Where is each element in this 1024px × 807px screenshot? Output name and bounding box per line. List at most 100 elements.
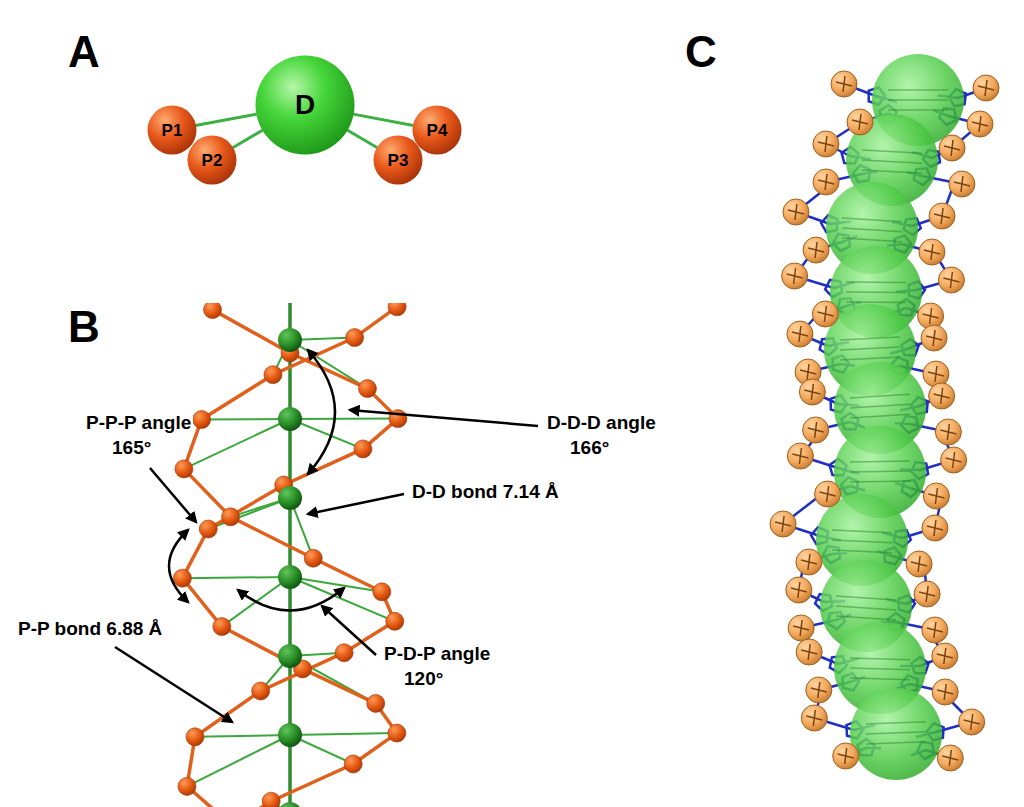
- sphere-fill: [148, 106, 197, 155]
- sphere-fill: [256, 56, 355, 155]
- phosphate-atoms: [979, 116, 981, 132]
- phosphate-bead: [937, 745, 963, 771]
- phosphate-atoms: [944, 648, 946, 664]
- phosphate-bead: [199, 520, 217, 538]
- base-bead: [278, 407, 302, 431]
- leader-arrow: [350, 410, 538, 426]
- callout-text: P-D-P angle: [382, 643, 492, 666]
- bond-line: [353, 114, 413, 125]
- callout-text: D-D bond 7.14 Å: [410, 481, 561, 504]
- base-atoms: [862, 170, 922, 173]
- base-atoms: [846, 301, 906, 303]
- base-atoms: [850, 658, 910, 660]
- base-atoms: [846, 291, 906, 293]
- phosphate-atoms: [807, 364, 809, 380]
- phosphate-atoms: [949, 750, 951, 766]
- leader-arrow: [115, 647, 232, 722]
- phosphate-atoms: [843, 76, 845, 92]
- phosphate-bead: [935, 419, 961, 445]
- bond-line: [233, 130, 263, 148]
- phosphate-atoms: [859, 114, 861, 130]
- base-sphere: [850, 688, 942, 780]
- phosphate-atoms: [971, 714, 973, 730]
- angle-arc-arrow: [238, 588, 344, 611]
- base-atoms: [862, 150, 922, 153]
- phosphate-bead: [770, 511, 796, 537]
- bead-sphere-p: P2: [187, 135, 237, 185]
- phosphate-atoms: [934, 520, 936, 536]
- base-bead: [278, 486, 302, 510]
- phosphate-atoms: [985, 80, 987, 96]
- phosphate-bead: [354, 440, 372, 458]
- angle-arc-arrow: [169, 530, 188, 602]
- bead-sphere-p: P1: [147, 105, 197, 155]
- panel-letter: C: [683, 26, 719, 79]
- phosphate-atoms: [951, 140, 953, 156]
- phosphate-bead: [932, 643, 958, 669]
- dna-helix-model: [173, 303, 407, 807]
- phosphate-bead: [922, 617, 948, 643]
- phosphate-bead: [222, 508, 240, 526]
- phosphate-bead: [386, 612, 404, 630]
- sphere-fill: [374, 136, 423, 185]
- phosphate-bead: [178, 777, 196, 795]
- phosphate-atoms: [799, 326, 801, 342]
- base-bead: [278, 802, 302, 807]
- phosphate-bead: [967, 111, 993, 137]
- phosphate-atoms: [950, 272, 952, 288]
- phosphate-atoms: [798, 582, 800, 598]
- base-atoms: [840, 337, 900, 340]
- phosphate-bead: [193, 411, 211, 429]
- phosphate-atoms: [808, 554, 810, 570]
- base-atoms: [840, 347, 900, 350]
- panel-letter: B: [66, 301, 102, 354]
- phosphate-bead: [923, 483, 949, 509]
- phosphate-bead: [959, 709, 985, 735]
- phosphate-atoms: [933, 330, 935, 346]
- phosphate-atoms: [944, 684, 946, 700]
- base-atoms: [836, 616, 896, 620]
- phosphate-bead: [787, 321, 813, 347]
- bond-line: [196, 114, 257, 126]
- phosphate-bead: [367, 694, 385, 712]
- base-atoms: [850, 481, 910, 482]
- backbone-strand: [184, 307, 397, 807]
- phosphate-bead: [921, 325, 947, 351]
- annotation-arrows: [115, 350, 538, 722]
- phosphate-bead: [204, 303, 222, 319]
- phosphate-atoms: [811, 384, 813, 400]
- base-atoms: [836, 596, 896, 600]
- bead-bond: [187, 735, 290, 786]
- bead-bond: [182, 577, 290, 578]
- bead-bond: [290, 733, 397, 735]
- base-atoms: [862, 160, 922, 163]
- bead-sphere-d: D: [255, 55, 355, 155]
- phosphate-atoms: [782, 516, 784, 532]
- phosphate-atoms: [794, 268, 796, 284]
- base-atoms: [836, 606, 896, 610]
- phosphate-bead: [304, 549, 322, 567]
- phosphate-bead: [813, 131, 839, 157]
- phosphate-bead: [939, 135, 965, 161]
- phosphate-atoms: [961, 176, 963, 192]
- sphere-fill: [413, 106, 462, 155]
- phosphate-bead: [796, 639, 822, 665]
- bead-bond: [290, 577, 395, 621]
- phosphate-atoms: [935, 366, 937, 382]
- phosphate-atoms: [795, 204, 797, 220]
- panel-letter: A: [66, 26, 102, 79]
- phosphate-atoms: [825, 136, 827, 152]
- phosphate-bead: [346, 329, 364, 347]
- bead-sphere-p: P3: [373, 135, 423, 185]
- phosphate-bead: [782, 263, 808, 289]
- phosphate-bead: [812, 301, 838, 327]
- bead-label: P3: [388, 152, 409, 169]
- phosphate-bead: [175, 460, 193, 478]
- base-atoms: [866, 742, 926, 744]
- base-atoms: [888, 89, 948, 91]
- phosphate-bead: [922, 515, 948, 541]
- phosphate-bead: [799, 379, 825, 405]
- phosphate-bead: [213, 618, 231, 636]
- phosphate-atoms: [800, 620, 802, 636]
- callout-text: D-D-D angle: [545, 412, 658, 435]
